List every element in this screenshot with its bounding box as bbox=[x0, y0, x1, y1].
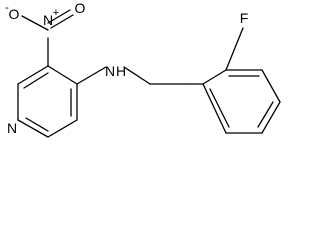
nitro-oxygen-single-charge: - bbox=[5, 2, 9, 14]
nitro-nitrogen-charge: + bbox=[53, 7, 59, 19]
bond-c5-c6 bbox=[47, 119, 78, 138]
fluorophenyl-ring bbox=[202, 27, 281, 134]
ring-nitrogen-label: N bbox=[7, 120, 17, 136]
double-bond-b6-b1 bbox=[209, 88, 230, 128]
fluorine-label: F bbox=[240, 10, 249, 26]
structure-diagram: N N H N + O - O F bbox=[5, 0, 281, 138]
bond-b6-b1 bbox=[202, 83, 227, 134]
nitro-nitrogen-label: N bbox=[43, 12, 53, 28]
bond-b1-b2 bbox=[202, 69, 227, 85]
pyridine-ring bbox=[17, 65, 78, 138]
amine-nitrogen-label: N bbox=[105, 63, 115, 79]
bond-b3-b4 bbox=[261, 69, 281, 103]
double-bond-c6-n1 bbox=[25, 117, 49, 132]
nitro-oxygen-single-label: O bbox=[9, 6, 20, 22]
nitro-oxygen-double-label: O bbox=[75, 0, 86, 16]
bond-c3-c4 bbox=[47, 65, 78, 85]
bond-b4-b5 bbox=[261, 101, 281, 134]
bond-c4-nh bbox=[76, 66, 107, 85]
bond-nitro-n-o-double-b bbox=[47, 9, 71, 24]
nitro-group bbox=[21, 9, 74, 67]
bond-c2-c3 bbox=[17, 65, 49, 85]
atom-labels: N N H N + O - O F bbox=[5, 0, 248, 136]
double-bond-b4-b5 bbox=[257, 101, 274, 128]
bond-nitro-n-o-double-a bbox=[50, 14, 74, 29]
bond-b2-f bbox=[225, 27, 244, 71]
double-bond-c2-c3 bbox=[23, 72, 49, 89]
bond-nh-ch2 bbox=[123, 66, 151, 85]
bond-nitro-n-o-single bbox=[21, 15, 49, 31]
linker-chain bbox=[76, 66, 204, 85]
bond-c6-n1 bbox=[17, 119, 49, 138]
amine-hydrogen-label: H bbox=[116, 63, 126, 79]
